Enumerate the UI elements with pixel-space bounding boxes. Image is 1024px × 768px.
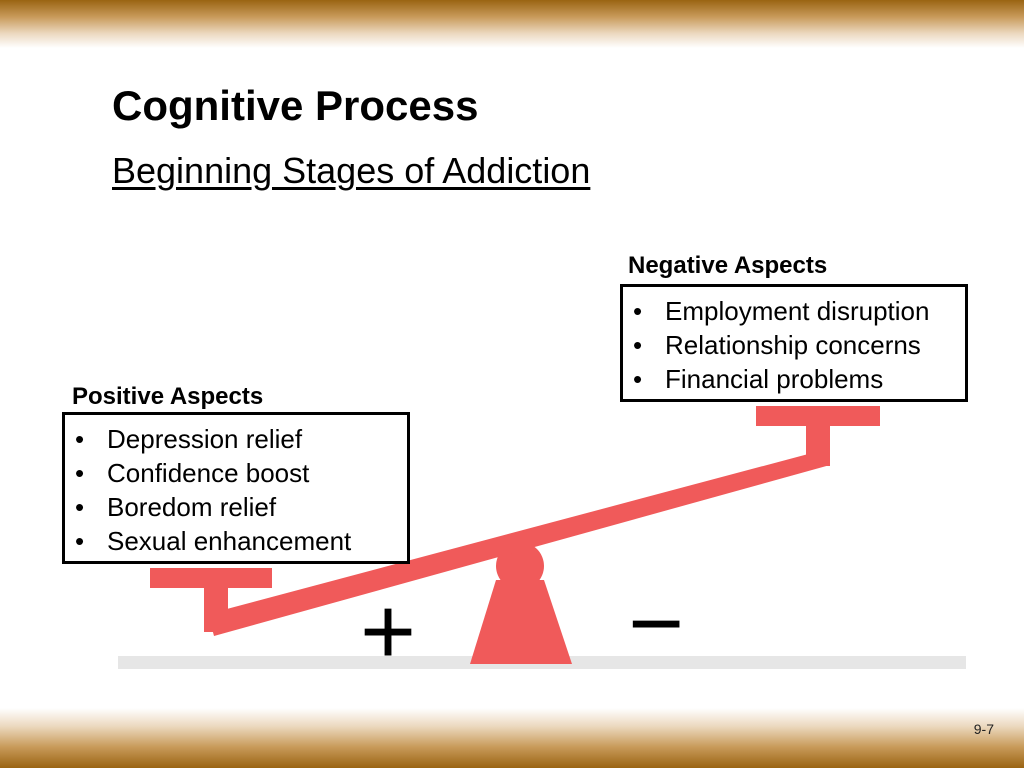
negative-aspects-heading: Negative Aspects [628,252,828,279]
negative-aspects-list: Employment disruption Relationship conce… [623,294,965,396]
slide-number: 9-7 [973,721,994,737]
fulcrum-base [470,580,572,664]
positive-aspect-item: Depression relief [65,422,407,456]
negative-aspect-item: Financial problems [623,362,965,396]
slide-title: Cognitive Process [112,82,479,129]
positive-aspect-item: Confidence boost [65,456,407,490]
right-pan-stem [806,424,830,466]
positive-aspect-item: Boredom relief [65,490,407,524]
positive-aspect-item: Sexual enhancement [65,524,407,558]
left-pan-top [150,568,272,588]
seesaw-beam [208,453,830,636]
negative-aspects-box: Employment disruption Relationship conce… [620,284,968,402]
positive-aspects-list: Depression relief Confidence boost Bored… [65,422,407,558]
slide-subtitle: Beginning Stages of Addiction [112,150,591,191]
bottom-gradient-band [0,708,1024,768]
plus-symbol: + [360,578,416,685]
negative-aspect-item: Employment disruption [623,294,965,328]
positive-aspects-heading: Positive Aspects [72,383,264,410]
minus-symbol: − [628,570,684,677]
left-pan-stem [204,586,228,632]
top-gradient-band [0,0,1024,48]
negative-aspect-item: Relationship concerns [623,328,965,362]
right-pan-top [756,406,880,426]
left-pan [150,568,272,632]
positive-aspects-box: Depression relief Confidence boost Bored… [62,412,410,564]
right-pan [756,406,880,466]
